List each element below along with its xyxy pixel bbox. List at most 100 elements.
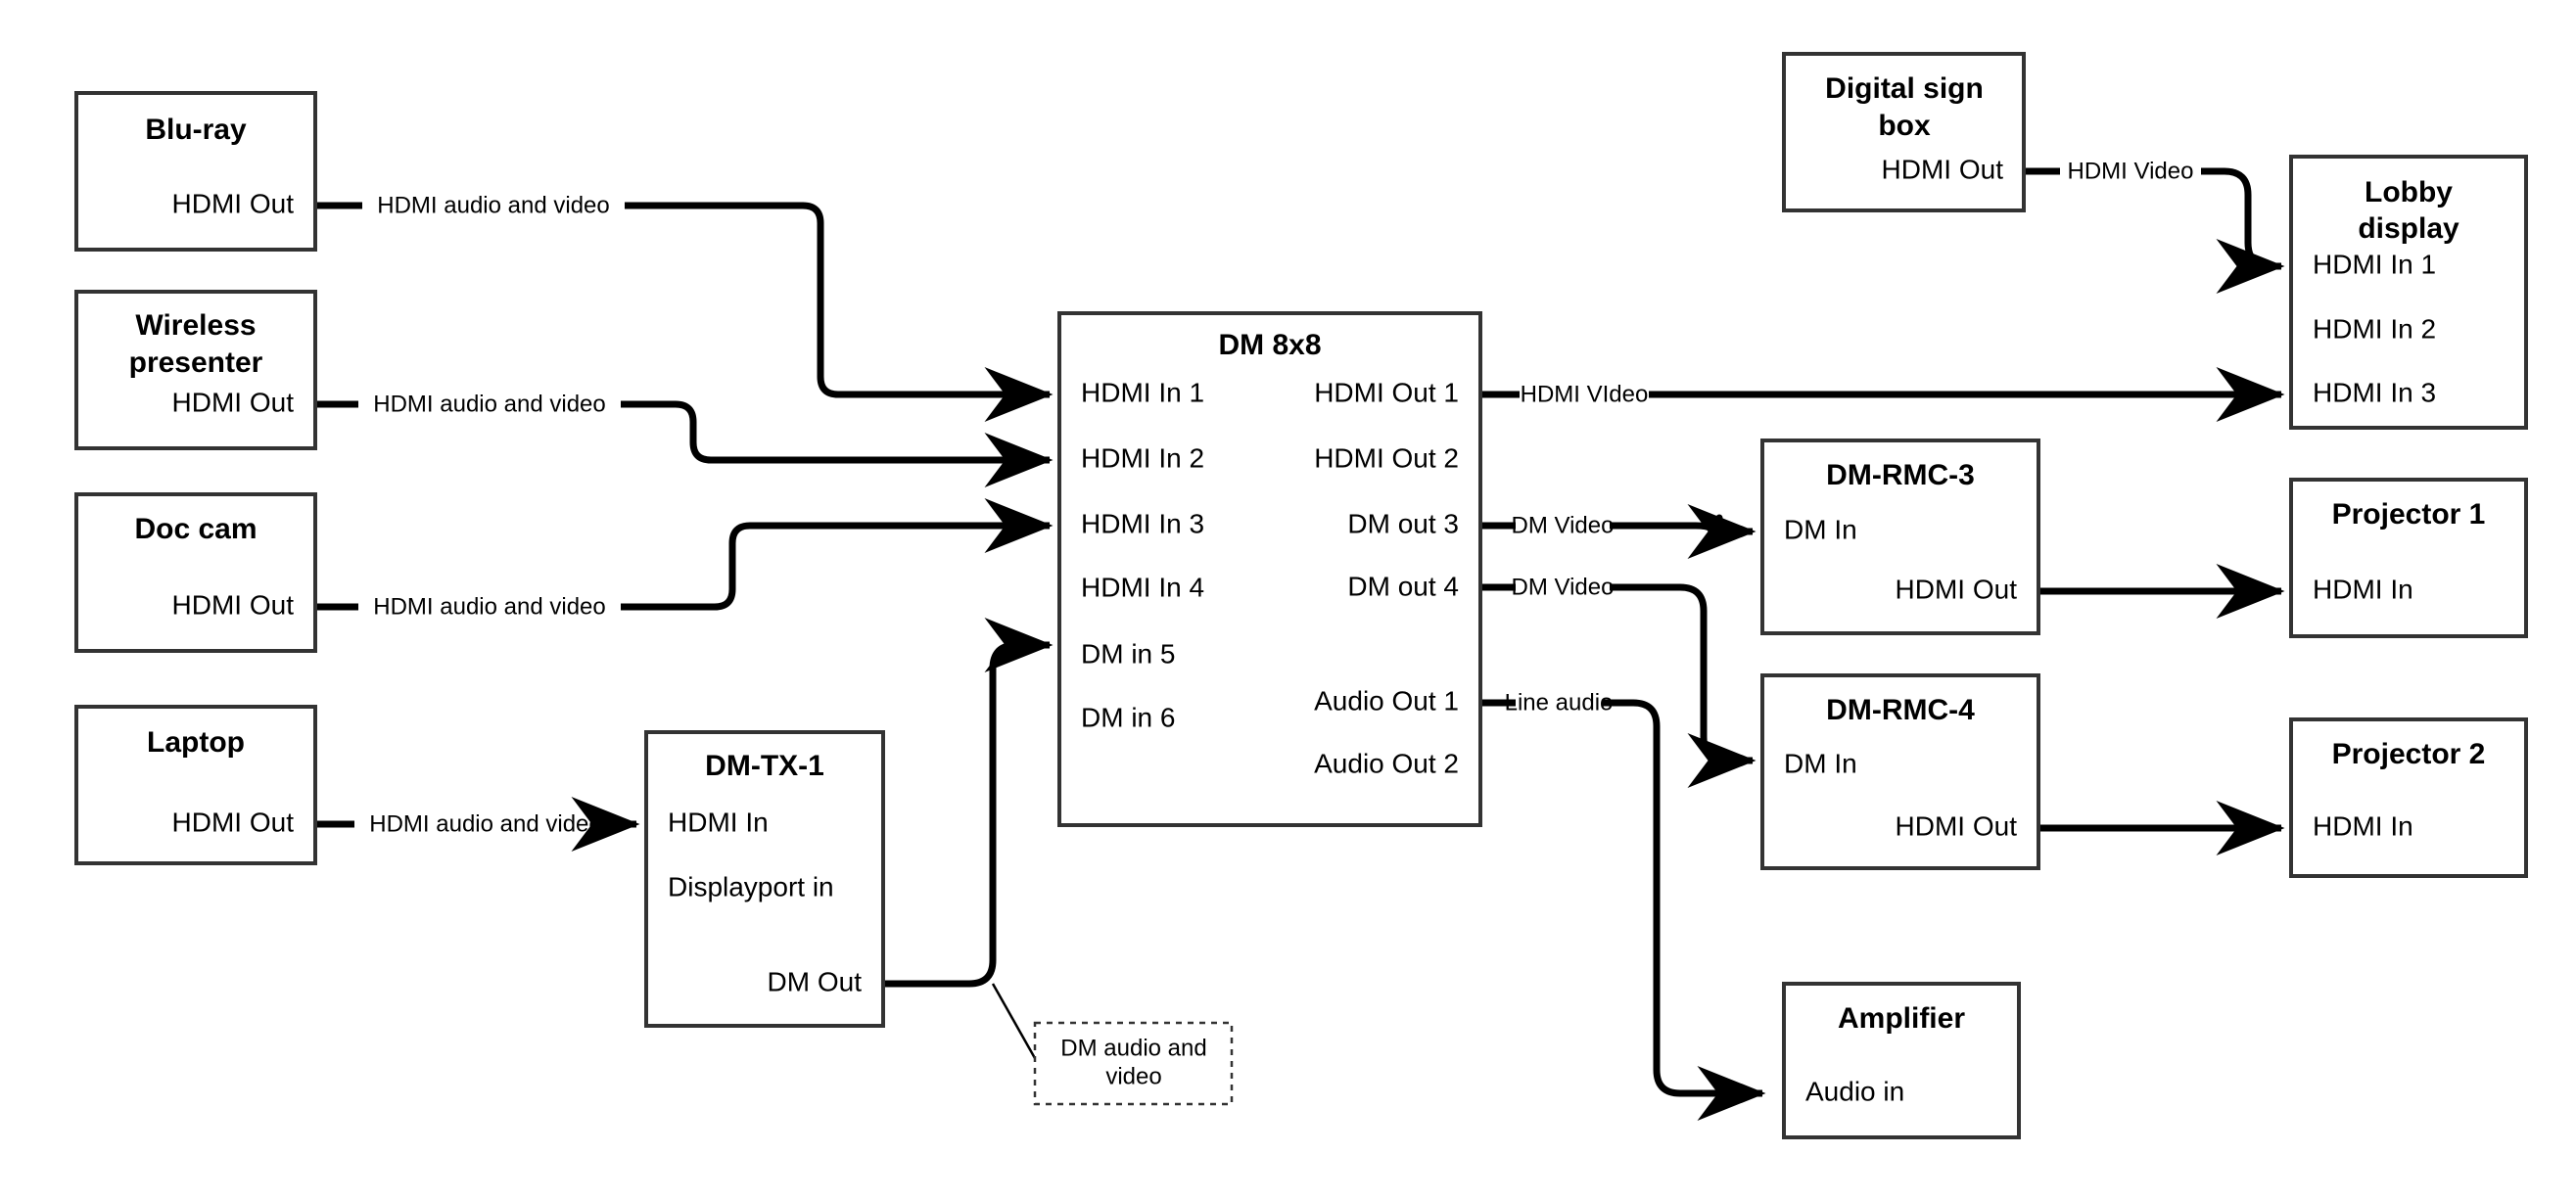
edge-bluray-to-dm8x8: HDMI audio and video: [315, 192, 1054, 422]
node-doc-cam[interactable]: Doc cam HDMI Out: [74, 492, 317, 653]
node-projector-1[interactable]: Projector 1 HDMI In: [2289, 478, 2528, 638]
node-dm-rmc-4-box[interactable]: [1760, 673, 2040, 870]
node-dm-rmc-3-title: DM-RMC-3: [1826, 459, 1975, 491]
port-lobby-display-hdmi-in-2[interactable]: HDMI In 2: [2313, 313, 2436, 344]
node-lobby-display-title-line1: Lobby: [2365, 176, 2453, 208]
node-lobby-display[interactable]: Lobby display HDMI In 1 HDMI In 2 HDMI I…: [2289, 155, 2528, 430]
edge-path: [621, 498, 1054, 611]
port-dm-tx-1-hdmi-in[interactable]: HDMI In: [668, 807, 769, 837]
port-dm-rmc-3-hdmi-out[interactable]: HDMI Out: [1896, 574, 2018, 604]
edge-wireless-to-dm8x8: HDMI audio and video: [315, 391, 1054, 487]
node-wireless-presenter-title-line1: Wireless: [135, 309, 256, 342]
node-digital-sign-box-box[interactable]: [1782, 52, 2026, 212]
port-dm-tx-1-displayport-in[interactable]: Displayport in: [668, 871, 834, 901]
node-projector-2-title: Projector 2: [2332, 738, 2486, 770]
note-dm-audio-and-video-line1: DM audio and: [1060, 1035, 1206, 1061]
node-dm-rmc-4[interactable]: DM-RMC-4 DM In HDMI Out: [1760, 673, 2040, 870]
node-laptop-box[interactable]: [74, 705, 317, 865]
port-dm-rmc-4-hdmi-out[interactable]: HDMI Out: [1896, 810, 2018, 841]
node-bluray-box[interactable]: [74, 91, 317, 252]
port-dm-8x8-hdmi-out-2[interactable]: HDMI Out 2: [1314, 442, 1459, 473]
node-dm-8x8[interactable]: DM 8x8 HDMI In 1 HDMI In 2 HDMI In 3 HDM…: [1057, 311, 1482, 827]
node-lobby-display-box[interactable]: [2289, 155, 2528, 430]
port-dm-8x8-hdmi-in-3[interactable]: HDMI In 3: [1081, 508, 1204, 538]
node-dm-8x8-box[interactable]: [1057, 311, 1482, 827]
port-dm-rmc-4-dm-in[interactable]: DM In: [1784, 748, 1857, 778]
note-dm-audio-and-video-line2: video: [1105, 1063, 1161, 1089]
port-dm-8x8-dm-out-4[interactable]: DM out 4: [1347, 571, 1459, 601]
node-digital-sign-box-title-line1: Digital sign: [1825, 72, 1984, 105]
port-projector-2-hdmi-in[interactable]: HDMI In: [2313, 810, 2413, 841]
port-dm-8x8-hdmi-out-1[interactable]: HDMI Out 1: [1314, 377, 1459, 407]
node-dm-rmc-3[interactable]: DM-RMC-3 DM In HDMI Out: [1760, 439, 2040, 635]
edge-path: [625, 202, 1054, 422]
node-dm-tx-1[interactable]: DM-TX-1 HDMI In Displayport in DM Out: [644, 730, 885, 1028]
node-projector-2[interactable]: Projector 2 HDMI In: [2289, 717, 2528, 878]
port-wireless-presenter-hdmi-out[interactable]: HDMI Out: [172, 387, 295, 417]
edge-label: HDMI audio and video: [373, 593, 605, 620]
edge-label: HDMI audio and video: [377, 192, 609, 218]
edge-dm8x8-to-amplifier: Line audio: [1482, 689, 1766, 1121]
edge-dm8x8-to-dmrmc4: DM Video: [1482, 574, 1756, 788]
node-wireless-presenter[interactable]: Wireless presenter HDMI Out: [74, 290, 317, 450]
edge-digitalsign-to-lobby: HDMI Video: [2024, 158, 2285, 294]
node-digital-sign-box[interactable]: Digital sign box HDMI Out: [1782, 52, 2026, 212]
node-doc-cam-box[interactable]: [74, 492, 317, 653]
node-dm-rmc-4-title: DM-RMC-4: [1826, 694, 1975, 726]
edge-callout-leader: [991, 983, 1042, 1068]
port-dm-8x8-dm-in-6[interactable]: DM in 6: [1081, 702, 1175, 732]
node-dm-8x8-title: DM 8x8: [1218, 329, 1321, 361]
node-bluray[interactable]: Blu-ray HDMI Out: [74, 91, 317, 252]
edge-label: HDMI audio and video: [369, 810, 601, 837]
port-dm-8x8-dm-in-5[interactable]: DM in 5: [1081, 638, 1175, 669]
node-dm-tx-1-title: DM-TX-1: [705, 750, 824, 782]
port-lobby-display-hdmi-in-3[interactable]: HDMI In 3: [2313, 377, 2436, 407]
edge-laptop-to-dmtx1: HDMI audio and video: [315, 797, 640, 852]
edge-label: DM Video: [1512, 512, 1615, 538]
node-dm-rmc-3-box[interactable]: [1760, 439, 2040, 635]
port-digital-sign-box-hdmi-out[interactable]: HDMI Out: [1882, 154, 2004, 184]
port-dm-8x8-audio-out-2[interactable]: Audio Out 2: [1314, 748, 1459, 778]
edge-path: [1610, 504, 1756, 559]
note-dm-audio-and-video: DM audio and video: [1033, 1021, 1234, 1106]
node-dm-tx-1-box[interactable]: [644, 730, 885, 1028]
port-bluray-hdmi-out[interactable]: HDMI Out: [172, 188, 295, 218]
node-projector-2-box[interactable]: [2289, 717, 2528, 878]
edge-dm8x8-to-lobby-hdmi3: HDMI VIdeo: [1482, 367, 2285, 422]
edge-label: Line audio: [1505, 689, 1614, 716]
edge-path: [1610, 583, 1756, 788]
port-dm-rmc-3-dm-in[interactable]: DM In: [1784, 514, 1857, 544]
port-dm-tx-1-dm-out[interactable]: DM Out: [768, 966, 863, 996]
node-amplifier[interactable]: Amplifier Audio in: [1782, 982, 2021, 1139]
port-dm-8x8-hdmi-in-4[interactable]: HDMI In 4: [1081, 572, 1204, 602]
edge-path: [621, 400, 1054, 487]
edge-dmtx1-to-dm8x8: [883, 618, 1054, 1068]
edge-doccam-to-dm8x8: HDMI audio and video: [315, 498, 1054, 620]
edge-dm8x8-to-dmrmc3: DM Video: [1482, 504, 1756, 559]
node-projector-1-title: Projector 1: [2332, 498, 2486, 531]
node-projector-1-box[interactable]: [2289, 478, 2528, 638]
node-laptop[interactable]: Laptop HDMI Out: [74, 705, 317, 865]
port-lobby-display-hdmi-in-1[interactable]: HDMI In 1: [2313, 249, 2436, 279]
port-dm-8x8-audio-out-1[interactable]: Audio Out 1: [1314, 685, 1459, 716]
port-laptop-hdmi-out[interactable]: HDMI Out: [172, 807, 295, 837]
node-digital-sign-box-title-line2: box: [1878, 110, 1931, 142]
node-doc-cam-title: Doc cam: [134, 513, 257, 545]
edge-path: [1602, 699, 1766, 1121]
port-dm-8x8-hdmi-in-2[interactable]: HDMI In 2: [1081, 442, 1204, 473]
edge-label: HDMI Video: [2068, 158, 2194, 184]
port-dm-8x8-hdmi-in-1[interactable]: HDMI In 1: [1081, 377, 1204, 407]
note-dm-audio-and-video-box: [1033, 1021, 1234, 1106]
node-wireless-presenter-box[interactable]: [74, 290, 317, 450]
edge-label: HDMI audio and video: [373, 391, 605, 417]
port-doc-cam-hdmi-out[interactable]: HDMI Out: [172, 589, 295, 620]
port-projector-1-hdmi-in[interactable]: HDMI In: [2313, 574, 2413, 604]
edge-label: HDMI VIdeo: [1521, 381, 1649, 407]
node-bluray-title: Blu-ray: [145, 114, 247, 146]
port-amplifier-audio-in[interactable]: Audio in: [1805, 1076, 1904, 1106]
port-dm-8x8-dm-out-3[interactable]: DM out 3: [1347, 508, 1459, 538]
edge-path: [2201, 167, 2285, 294]
node-wireless-presenter-title-line2: presenter: [129, 346, 263, 379]
node-amplifier-box[interactable]: [1782, 982, 2021, 1139]
